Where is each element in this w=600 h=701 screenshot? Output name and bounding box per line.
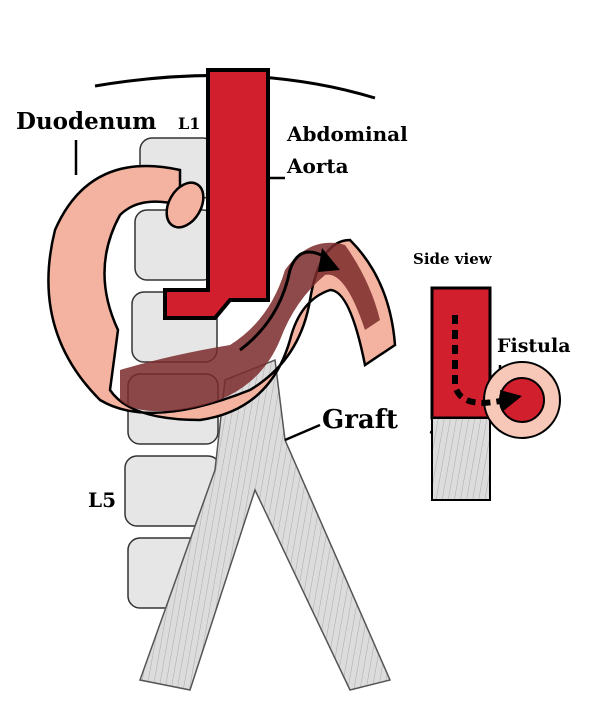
label-graft: Graft <box>322 405 398 435</box>
duodenum-opening <box>165 181 205 229</box>
label-aorta: Aorta <box>287 154 349 178</box>
label-side-view: Side view <box>413 250 492 268</box>
flow-arrow <box>239 250 331 352</box>
label-l1: L1 <box>178 114 201 133</box>
aortic-graft <box>139 358 392 691</box>
label-fistula: Fistula <box>497 335 571 357</box>
side-view <box>430 286 561 501</box>
label-l5: L5 <box>88 488 116 512</box>
duodenum <box>47 164 397 422</box>
flow-arrowhead <box>318 248 340 272</box>
label-abdominal: Abdominal <box>287 122 408 146</box>
label-duodenum: Duodenum <box>16 108 157 135</box>
bowel-interior <box>120 242 380 412</box>
abdominal-aorta <box>163 68 270 320</box>
